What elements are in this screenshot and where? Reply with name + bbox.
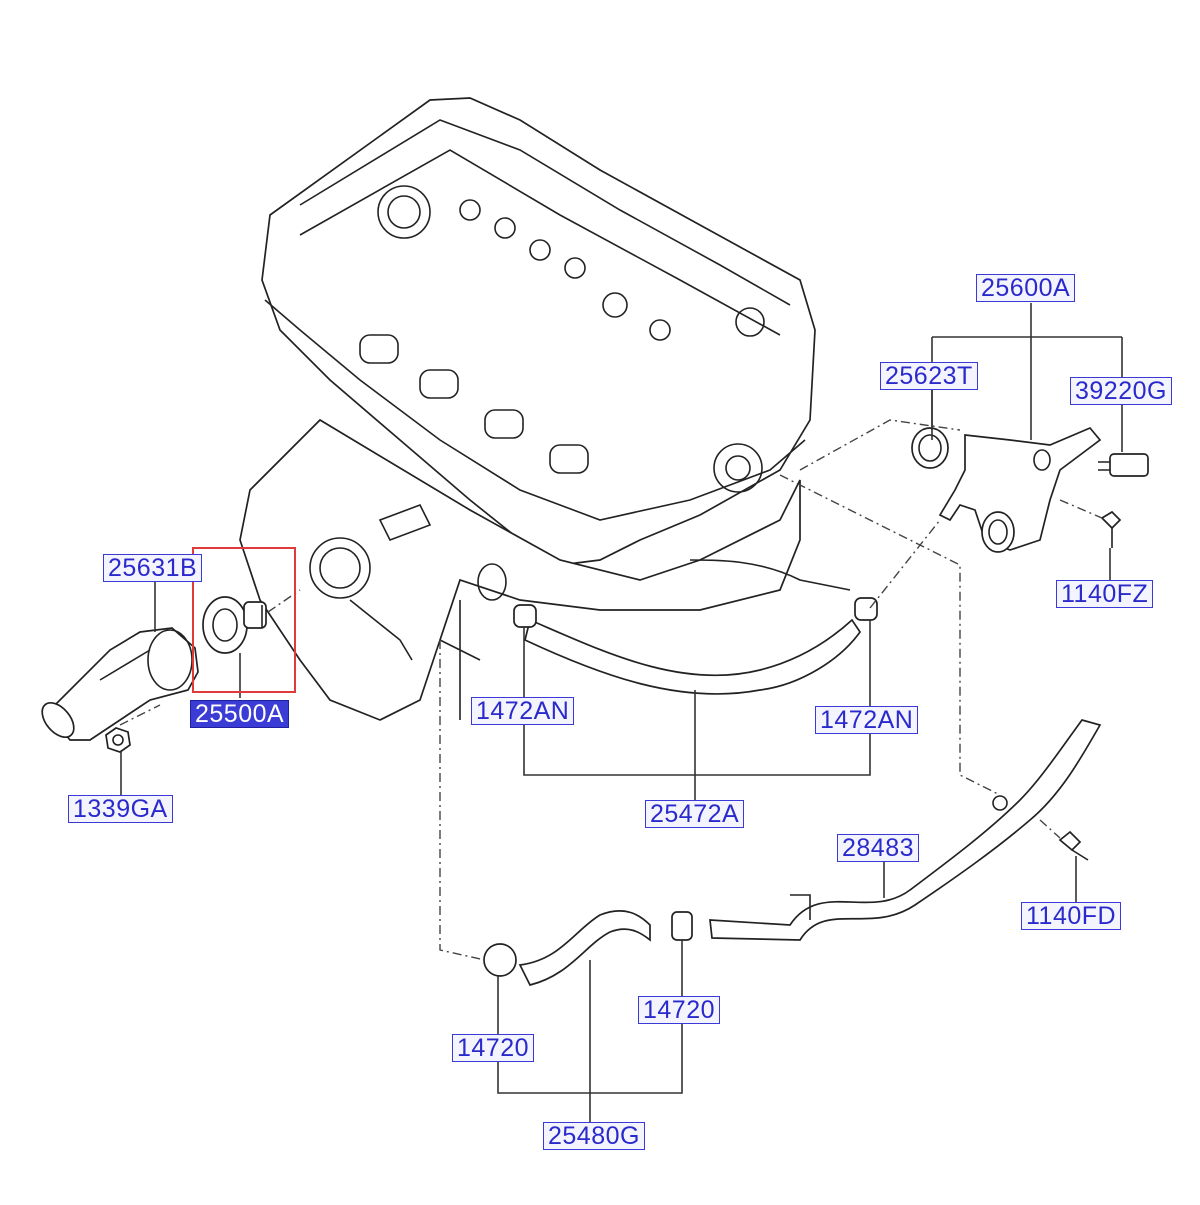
leader-lines [120, 303, 1123, 1122]
part-label-1339GA[interactable]: 1339GA [68, 795, 173, 823]
thermostat-part [202, 596, 267, 654]
part-label-39220G[interactable]: 39220G [1070, 377, 1172, 405]
part-label-25500A[interactable]: 25500A [190, 700, 290, 728]
dashed-connectors [119, 419, 1103, 961]
nut-part [105, 727, 131, 753]
thermostat-housing-part [41, 627, 199, 741]
hose-25472a [513, 597, 878, 695]
part-label-1472AN-right[interactable]: 1472AN [815, 706, 919, 734]
part-label-1140FZ[interactable]: 1140FZ [1056, 580, 1154, 608]
part-label-28483[interactable]: 28483 [837, 834, 920, 862]
engine-block [239, 97, 851, 721]
part-label-1140FD[interactable]: 1140FD [1021, 902, 1122, 930]
part-label-25480G[interactable]: 25480G [543, 1122, 645, 1150]
hose-25480g [483, 910, 693, 986]
part-label-25472A[interactable]: 25472A [645, 800, 745, 828]
part-label-14720-right[interactable]: 14720 [638, 996, 721, 1024]
water-outlet-fitting [911, 426, 1149, 553]
part-label-25600A[interactable]: 25600A [976, 274, 1076, 302]
part-label-14720-left[interactable]: 14720 [452, 1034, 535, 1062]
pipe-28483 [709, 719, 1102, 941]
part-label-25623T[interactable]: 25623T [880, 362, 978, 390]
part-label-1472AN-left[interactable]: 1472AN [471, 697, 575, 725]
part-label-25631B[interactable]: 25631B [103, 554, 203, 582]
selected-part-highlight [192, 547, 296, 693]
